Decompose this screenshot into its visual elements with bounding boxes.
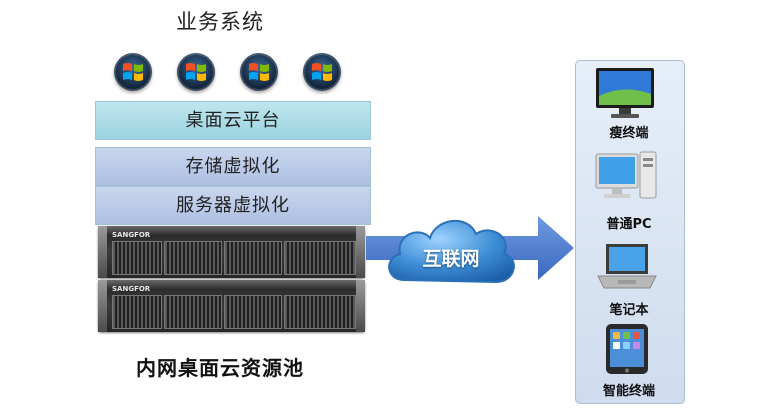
device-label: 普通PC [606, 217, 652, 232]
laptop-icon [597, 244, 657, 289]
internet-label: 互联网 [422, 248, 480, 270]
rack-server: SANGFOR [98, 226, 365, 278]
device-label: 笔记本 [609, 303, 649, 318]
tablet-icon [606, 324, 648, 374]
device-label: 智能终端 [602, 384, 655, 399]
server-brand: SANGFOR [112, 285, 151, 293]
device-label: 瘦终端 [609, 126, 649, 141]
rack-server: SANGFOR [98, 280, 365, 332]
server-brand: SANGFOR [112, 231, 151, 239]
thin-client-icon [596, 68, 654, 118]
storage-virtualization-layer: 存储虚拟化 [95, 147, 371, 186]
windows-logo-icon [177, 53, 215, 91]
resource-pool-title: 内网桌面云资源池 [136, 356, 304, 380]
windows-logo-icon [240, 53, 278, 91]
windows-logo-icon [303, 53, 341, 91]
windows-logo-icon [114, 53, 152, 91]
server-virtualization-layer: 服务器虚拟化 [95, 186, 371, 225]
internet-cloud-icon [388, 219, 515, 284]
desktop-cloud-platform-layer: 桌面云平台 [95, 101, 371, 140]
business-systems-title: 业务系统 [176, 10, 264, 34]
desktop-pc-icon [595, 151, 657, 199]
